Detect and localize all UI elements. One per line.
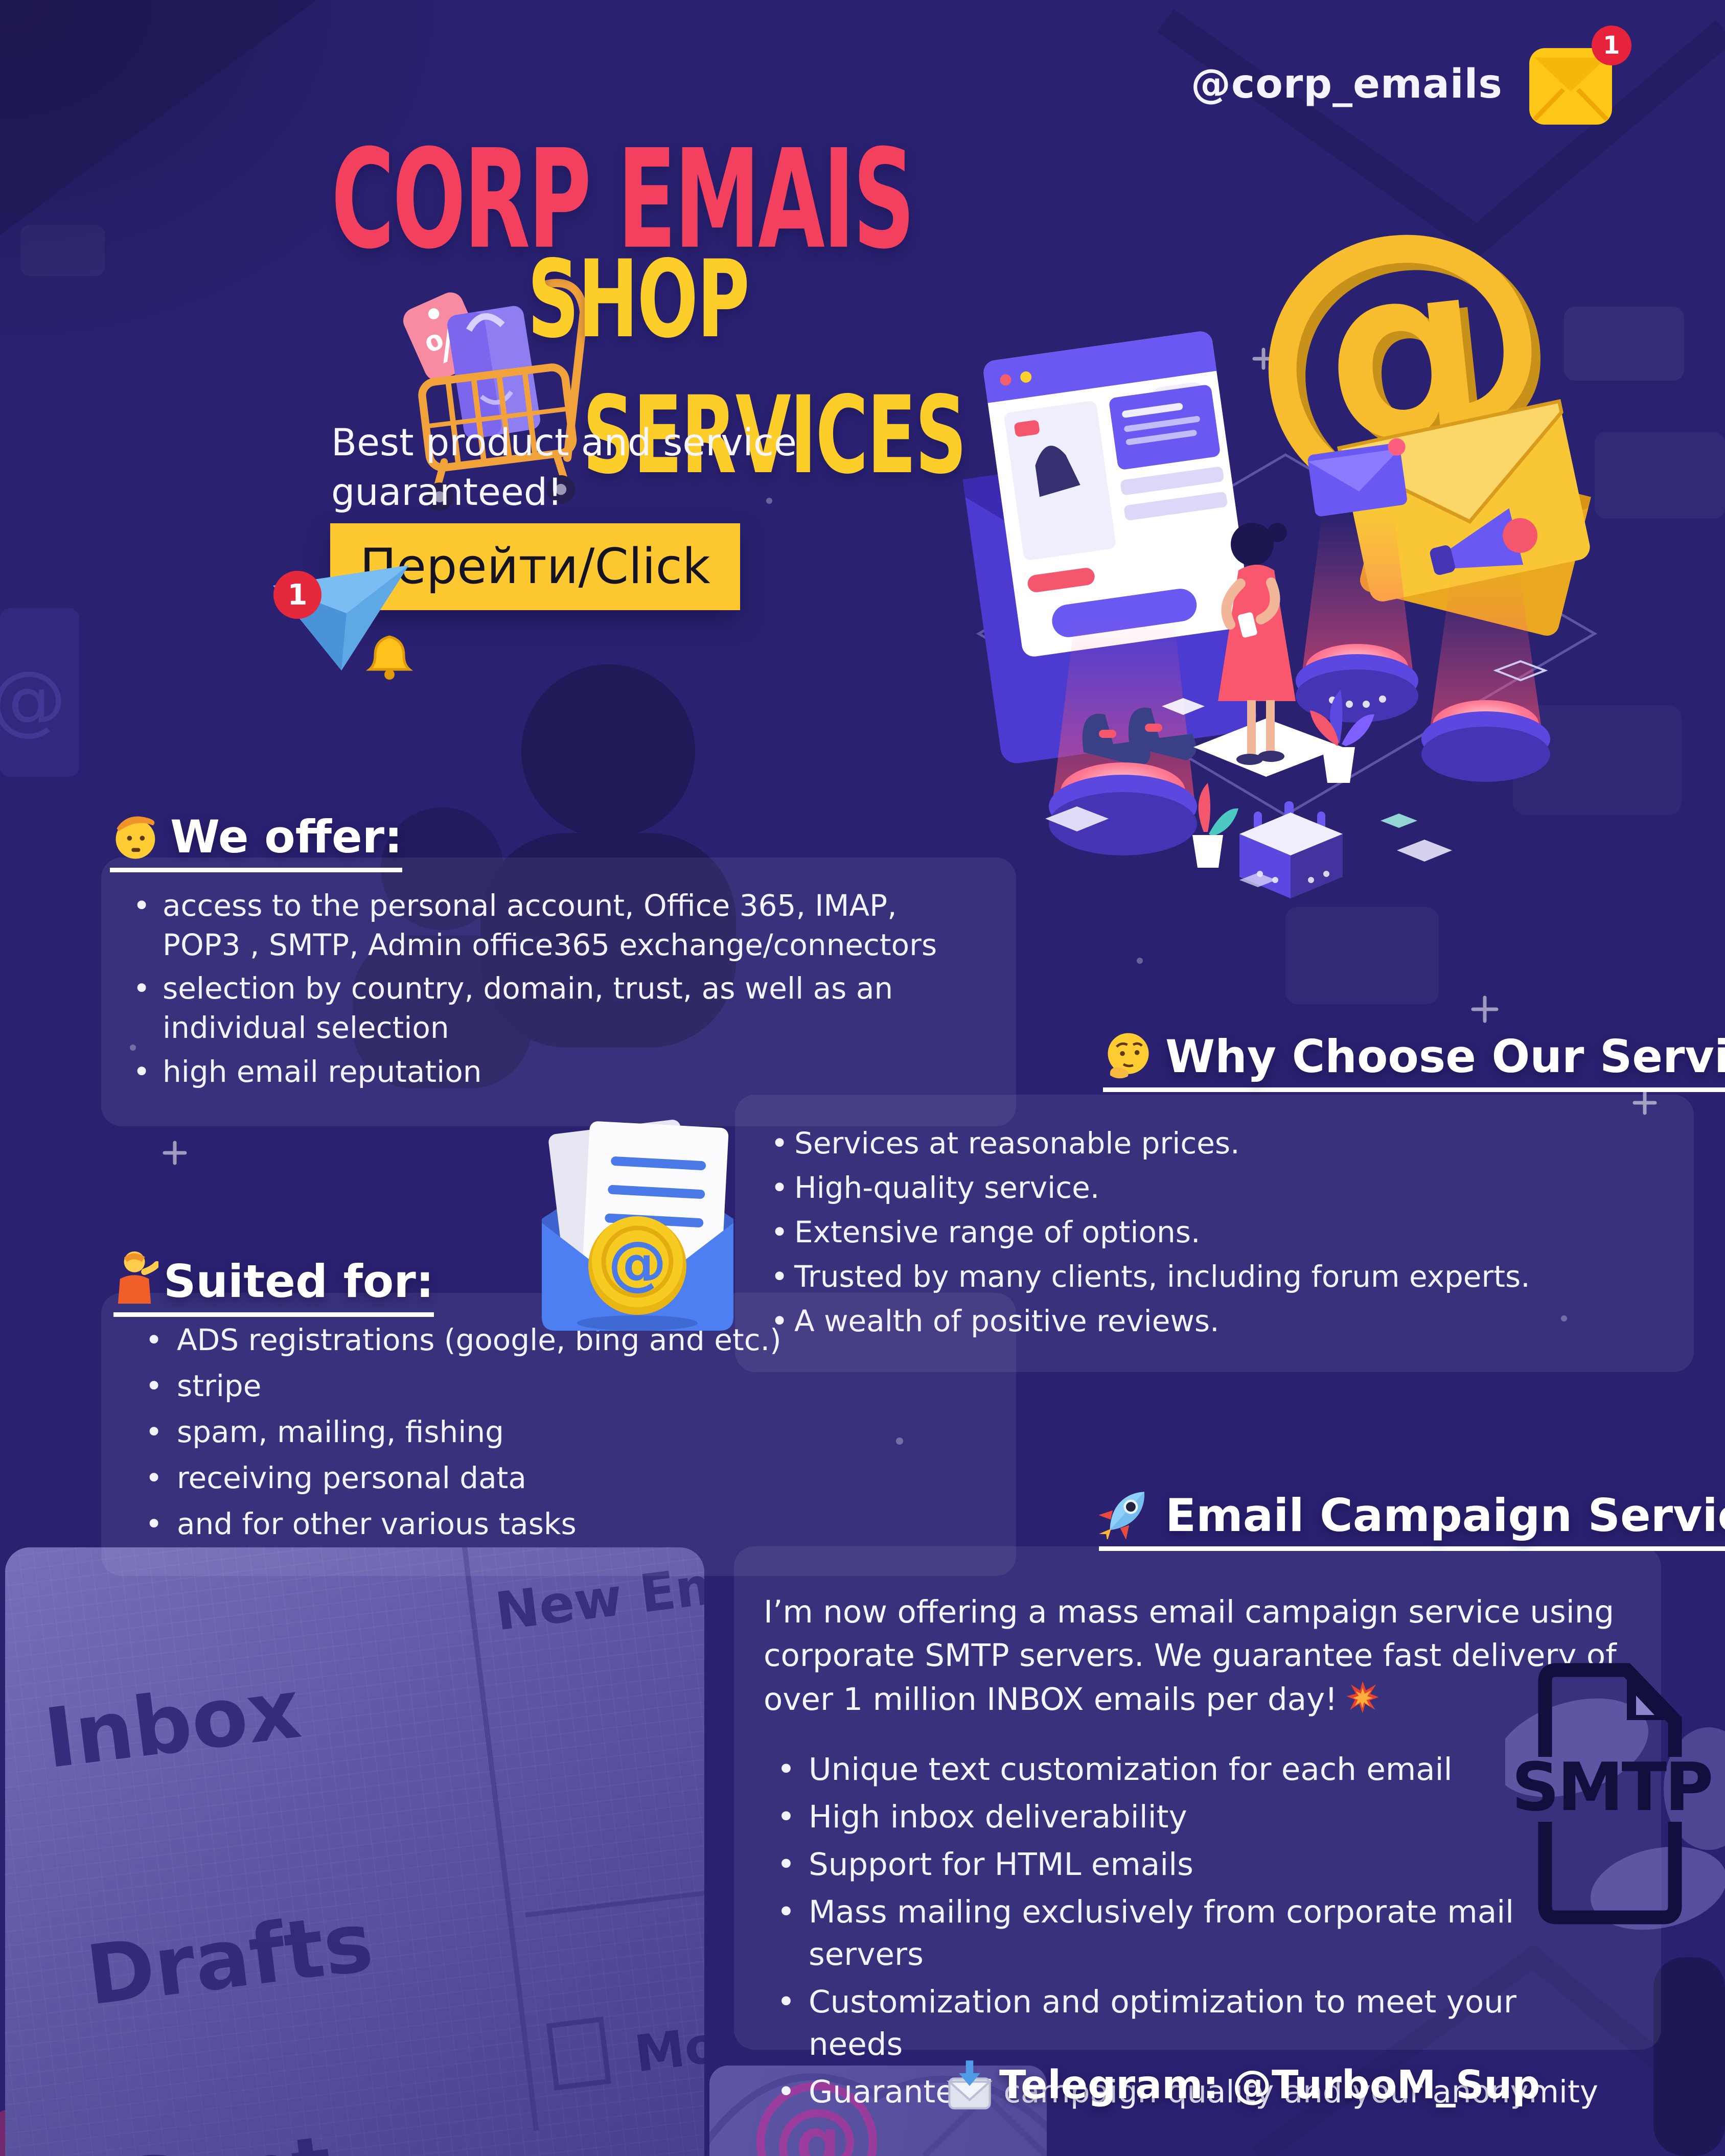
list-item: Services at reasonable prices. [769,1121,1648,1166]
paper-plane-icon: 1 [273,565,413,680]
list-item: High inbox deliverability [777,1796,1606,1839]
at-symbol-3d-icon: @ @ [1228,215,1579,546]
offer-list: access to the personal account, Office 3… [124,886,970,1092]
list-item: spam, mailing, fishing [145,1410,1005,1453]
isometric-email-illustration: @ @ [962,215,1597,898]
photo-tint-overlay [5,1547,704,2156]
campaign-intro: I’m now offering a mass email campaign s… [764,1590,1622,1721]
title-services: SERVICES [583,373,967,498]
bell-icon [366,635,413,680]
list-item: Extensive range of options. [769,1210,1648,1255]
section-why-heading: Why Choose Our Service? [1103,1029,1725,1092]
person-tipping-hand-icon [118,1251,158,1304]
telegram-handle[interactable]: @corp_emails [1191,61,1503,107]
offer-heading-label: We offer: [170,810,403,863]
section-offer-heading: We offer: [110,808,403,872]
header: @corp_emails 1 [1191,26,1631,128]
offer-panel: access to the personal account, Office 3… [101,857,1016,1126]
telegram-label[interactable]: Telegram: @TurboM_Sup [999,2062,1540,2108]
notification-badge: 1 [1591,26,1631,65]
list-item: Trusted by many clients, including forum… [769,1255,1648,1299]
why-heading-label: Why Choose Our Service? [1165,1030,1725,1083]
list-item: stripe [145,1364,1005,1407]
woman-figure [1218,523,1296,765]
section-campaign-heading: Email Campaign Service! [1099,1484,1725,1551]
smtp-file-icon: SMTP [1505,1663,1725,1930]
incoming-envelope-icon [947,2060,993,2109]
shopping-cart-icon: % [403,279,588,511]
svg-text:SMTP: SMTP [1512,1748,1712,1826]
browser-window [983,331,1251,657]
plant [1310,690,1374,783]
list-item: High-quality service. [769,1166,1648,1210]
cowboy-hat-face-icon [116,816,155,859]
envelope-icon [1529,48,1612,125]
list-item: Support for HTML emails [777,1844,1606,1886]
list-item: Customization and optimization to meet y… [777,1981,1606,2066]
collision-icon [1346,1681,1379,1713]
list-item: access to the personal account, Office 3… [133,886,970,965]
list-item: high email reputation [133,1052,970,1092]
section-suited-heading: Suited for: [113,1248,434,1317]
title-shop: SHOP [527,237,750,362]
suited-panel: ADS registrations (google, bing and etc.… [101,1293,1016,1577]
list-item: and for other various tasks [145,1502,1005,1545]
sparkles [163,347,1657,1165]
megaphone-icon [1430,508,1538,575]
why-list: Services at reasonable prices. High-qual… [769,1121,1648,1343]
heels-icon [1082,707,1197,767]
page-title: CORP EMAIS [331,120,915,280]
suited-list: ADS registrations (google, bing and etc.… [127,1318,1005,1546]
plane-badge [273,571,321,619]
rocket-icon [1099,1492,1144,1539]
list-item: Unique text customization for each email [777,1749,1606,1791]
yellow-envelope-front [1337,399,1590,601]
campaign-list: Unique text customization for each email… [764,1749,1606,2114]
svg-text:1: 1 [288,578,308,612]
thinking-face-icon [1108,1033,1149,1079]
plant [1192,783,1238,868]
envelope-notification: 1 [1527,26,1631,128]
list-item: Guaranteed campaign quality and your ano… [777,2071,1606,2114]
campaign-panel: I’m now offering a mass email campaign s… [734,1546,1661,2114]
email-client-photo: Inbox Drafts Sent New Emails will ap Mom… [5,1547,704,2156]
corner-shade [0,0,317,235]
suited-heading-label: Suited for: [164,1255,434,1308]
cta-button[interactable]: Перейти/Click [330,523,740,610]
svg-text:@: @ [0,655,66,744]
campaign-heading-label: Email Campaign Service! [1165,1489,1725,1542]
telegram-contact[interactable]: Telegram: @TurboM_Sup [943,2060,1540,2113]
list-item: selection by country, domain, trust, as … [133,969,970,1048]
list-item: Mass mailing exclusively from corporate … [777,1891,1606,1976]
envelope-outline-decor [1157,9,1725,258]
svg-text:@: @ [608,1229,667,1297]
list-item: receiving personal data [145,1456,1005,1499]
envelope-at-icon: @ [542,1120,733,1331]
tagline: Best product and service guaranteed! [331,421,797,515]
campaign-intro-text: I’m now offering a mass email campaign s… [764,1594,1617,1718]
